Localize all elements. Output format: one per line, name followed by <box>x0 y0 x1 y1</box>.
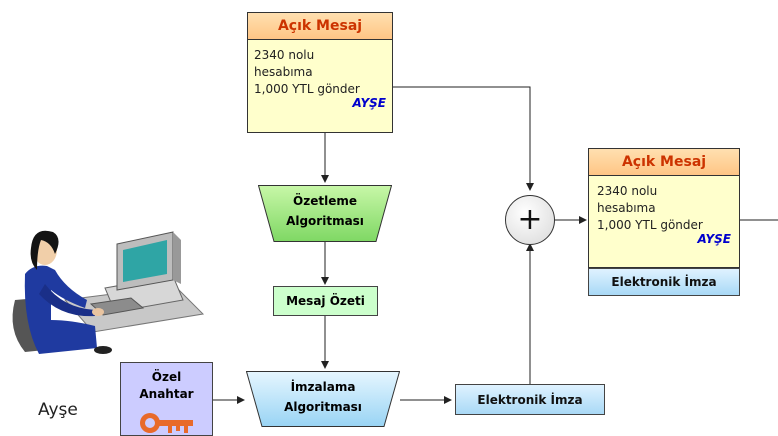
signed-message-signature: Elektronik İmza <box>588 268 740 296</box>
sign-algorithm-shape <box>246 371 400 427</box>
sign-algorithm-line1: İmzalama <box>290 380 356 394</box>
person-at-computer-icon <box>12 230 205 354</box>
arrow-msg-to-plus <box>393 86 534 191</box>
sign-algorithm-line2: Algoritması <box>284 400 362 414</box>
signed-message-line1: 2340 nolu <box>597 184 658 198</box>
key-icon <box>140 413 193 433</box>
hash-algorithm-shape <box>258 185 392 242</box>
hash-algorithm-node: Özetleme Algoritması <box>258 185 392 242</box>
private-key-line2: Anahtar <box>139 387 194 401</box>
hash-algorithm-label: Özetleme Algoritması <box>258 194 392 229</box>
plain-message-line2: hesabıma <box>254 65 313 79</box>
plain-message-header: Açık Mesaj <box>248 13 392 40</box>
signed-message-line3: 1,000 YTL gönder <box>597 218 703 232</box>
plain-message-line3: 1,000 YTL gönder <box>254 82 360 96</box>
plain-message-body: 2340 nolu hesabıma 1,000 YTL gönder AYŞE <box>248 40 392 112</box>
private-key-line1: Özel <box>151 370 182 384</box>
signed-message-line2: hesabıma <box>597 201 656 215</box>
private-key-box: Özel Anahtar <box>120 362 213 436</box>
plain-message-box: Açık Mesaj 2340 nolu hesabıma 1,000 YTL … <box>247 12 393 133</box>
person-name-label: Ayşe <box>38 400 78 420</box>
sign-algorithm-node: İmzalama Algoritması <box>246 371 400 427</box>
message-digest-box: Mesaj Özeti <box>273 286 378 316</box>
combine-plus-icon: + <box>505 195 555 245</box>
electronic-signature-box: Elektronik İmza <box>455 384 605 415</box>
hash-algorithm-line1: Özetleme <box>293 194 357 208</box>
plain-message-line1: 2340 nolu <box>254 48 315 62</box>
plain-message-signer: AYŞE <box>352 96 386 110</box>
signed-message-body: 2340 nolu hesabıma 1,000 YTL gönder AYŞE <box>589 176 739 248</box>
hash-algorithm-line2: Algoritması <box>286 214 364 228</box>
sign-algorithm-label: İmzalama Algoritması <box>246 380 400 415</box>
signed-message-box: Açık Mesaj 2340 nolu hesabıma 1,000 YTL … <box>588 148 740 268</box>
signed-message-header: Açık Mesaj <box>589 149 739 176</box>
signed-message-signer: AYŞE <box>697 232 731 246</box>
